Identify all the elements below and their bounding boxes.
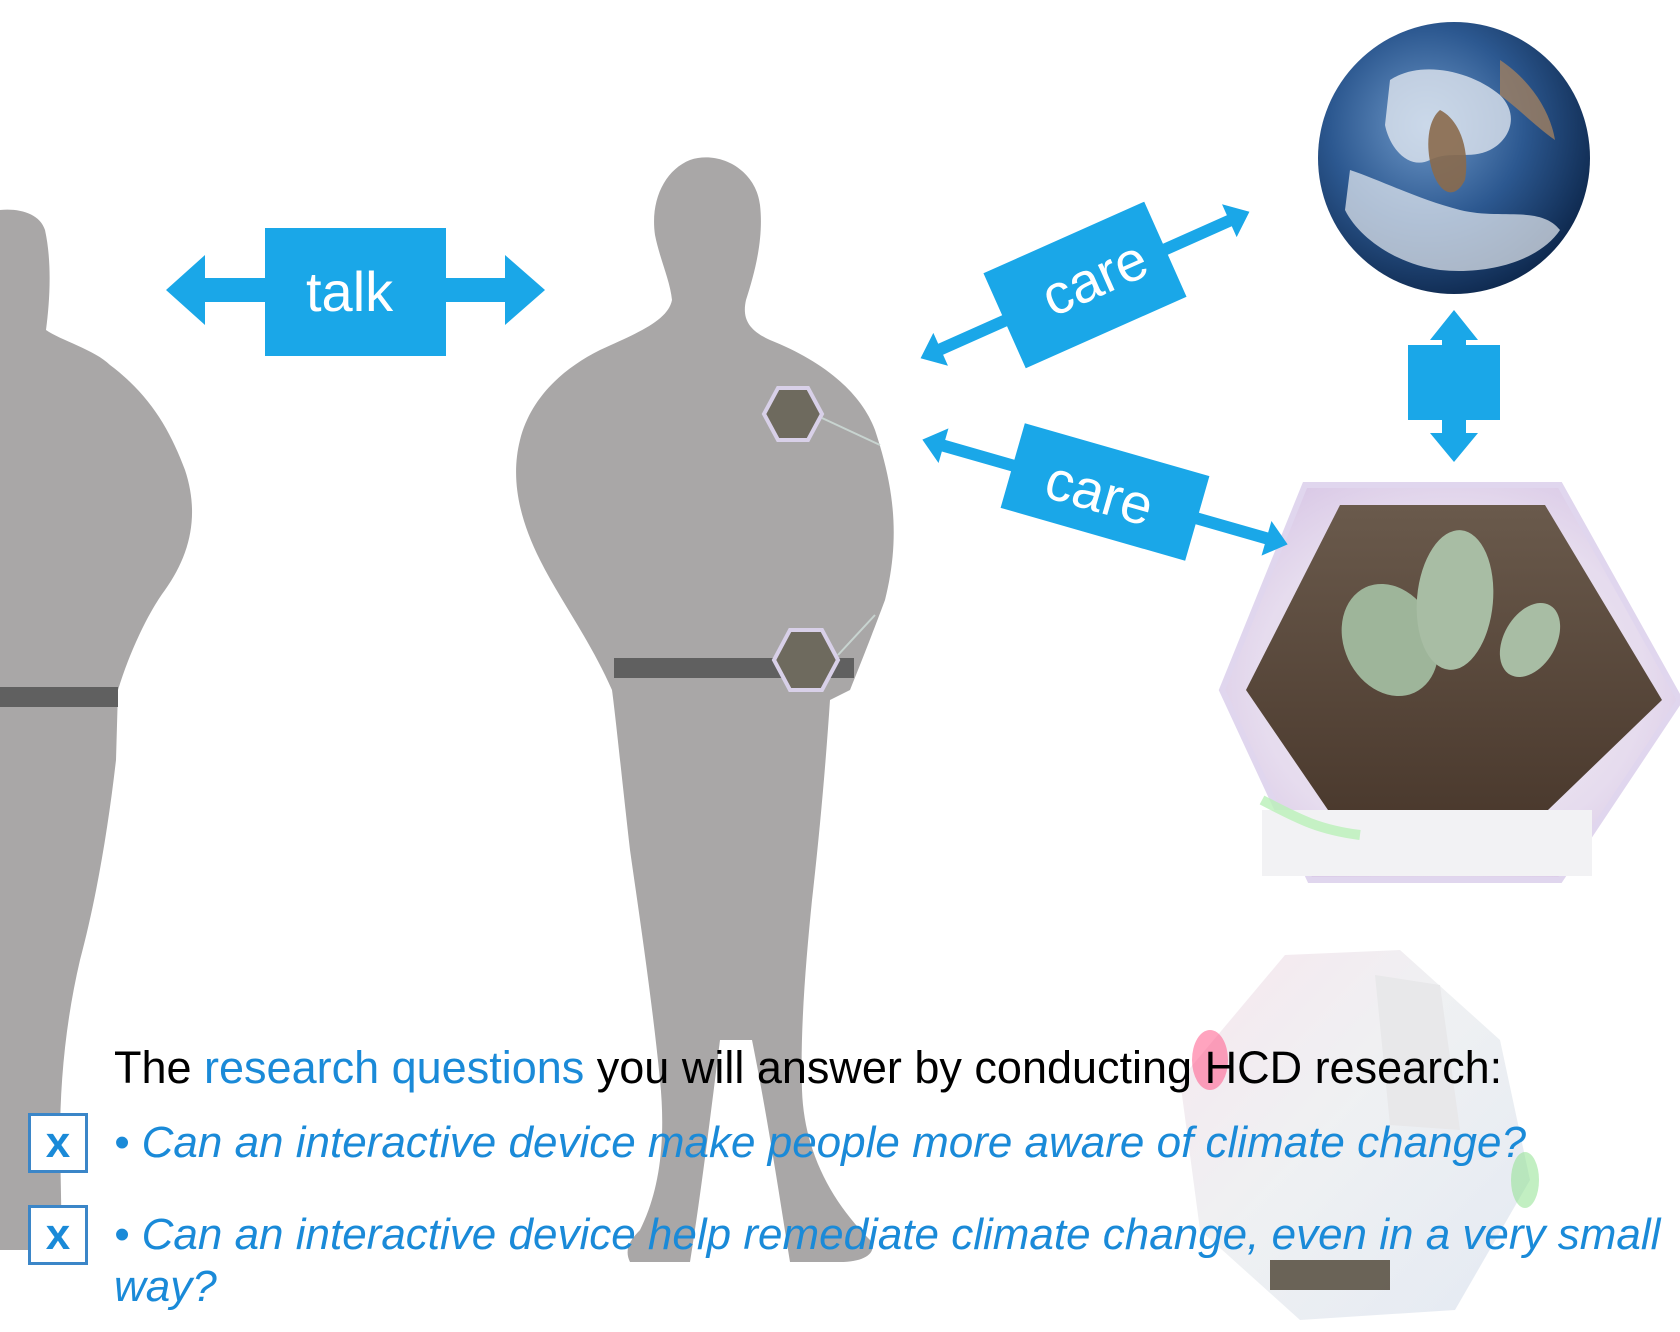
hexagon-planter-icon bbox=[1218, 482, 1680, 883]
earth-planter-vertical-arrow bbox=[1408, 310, 1500, 462]
question-1-check-mark: x bbox=[45, 1118, 71, 1167]
caption-highlight: research questions bbox=[204, 1042, 585, 1093]
talk-double-arrow bbox=[166, 228, 545, 356]
caption-suffix: you will answer by conducting HCD resear… bbox=[584, 1042, 1503, 1093]
left-person-silhouette bbox=[0, 209, 193, 1251]
question-1-text: • Can an interactive device make people … bbox=[114, 1118, 1526, 1167]
question-1-checkbox[interactable]: x bbox=[28, 1113, 88, 1173]
left-belt bbox=[0, 687, 118, 707]
middle-person-silhouette bbox=[516, 157, 894, 1263]
talk-label: talk bbox=[306, 260, 394, 323]
belt-device-icon bbox=[771, 628, 841, 692]
hexagon-device-icon bbox=[1180, 950, 1539, 1320]
care-earth-arrow bbox=[920, 201, 1250, 369]
question-2-text: • Can an interactive device help remedia… bbox=[114, 1210, 1661, 1311]
earth-globe-icon bbox=[1318, 22, 1590, 294]
chest-device-icon bbox=[761, 386, 825, 442]
research-caption: The research questions you will answer b… bbox=[114, 1042, 1502, 1094]
care-planter-arrow bbox=[922, 423, 1288, 561]
caption-prefix: The bbox=[114, 1042, 205, 1093]
question-2-checkbox[interactable]: x bbox=[28, 1205, 88, 1265]
question-2-check-mark: x bbox=[45, 1210, 71, 1259]
